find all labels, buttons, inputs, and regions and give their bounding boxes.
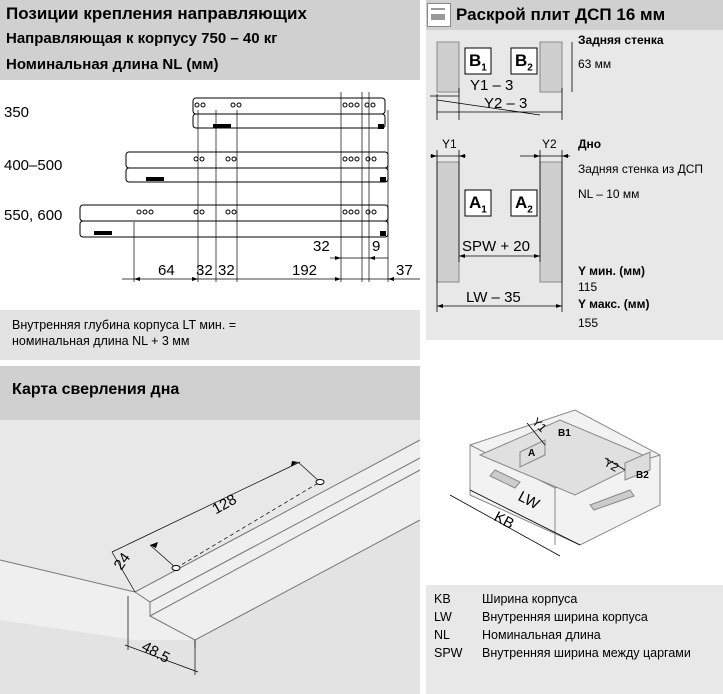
dim-9: 9 — [372, 238, 381, 255]
bottom-line2: NL – 10 мм — [578, 187, 640, 201]
dim-y1: Y1 — [442, 137, 457, 151]
row-label-350: 350 — [4, 104, 30, 121]
mounting-positions-subtitle1: Направляющая к корпусу 750 – 40 кг — [6, 30, 278, 47]
rails-drawing — [79, 92, 420, 282]
dim-y2-minus-3: Y2 – 3 — [484, 95, 528, 112]
ymax-value: 155 — [578, 316, 599, 330]
bottom-panel-bg — [426, 130, 723, 340]
dim-32-a: 32 — [196, 262, 213, 279]
drilling-map-title: Карта сверления дна — [12, 381, 180, 398]
bottom-title: Дно — [578, 137, 602, 151]
dim-64: 64 — [158, 262, 175, 279]
row-label-550-600: 550, 600 — [4, 207, 63, 224]
legend-bg — [426, 585, 723, 694]
dim-y2: Y2 — [542, 137, 557, 151]
mounting-positions-subtitle2: Номинальная длина NL (мм) — [6, 56, 219, 73]
ymin-value: 115 — [578, 280, 598, 294]
back-panel-bg — [426, 30, 723, 130]
dim-37: 37 — [396, 262, 413, 279]
label-a1: A1 — [469, 193, 487, 216]
mounting-positions-note-box — [0, 310, 420, 360]
dim-32-b: 32 — [218, 262, 235, 279]
ymin-title: Y мин. (мм) — [578, 264, 646, 278]
iso-label-b2: B2 — [636, 470, 649, 481]
label-b2: B2 — [515, 51, 533, 74]
drilling-map-drawing — [0, 439, 420, 675]
back-wall-value: 63 мм — [578, 57, 612, 71]
dim-y1-minus-3: Y1 – 3 — [470, 77, 514, 94]
ymax-title: Y макс. (мм) — [578, 297, 650, 311]
board-icon — [427, 3, 451, 27]
bottom-line1: Задняя стенка из ДСП — [578, 162, 704, 176]
depth-note-line1: Внутренняя глубина корпуса LT мин. = — [12, 318, 237, 332]
label-a2: A2 — [515, 193, 533, 216]
dim-spw-plus-20: SPW + 20 — [462, 238, 530, 255]
mounting-positions-header — [0, 0, 420, 80]
dim-192: 192 — [292, 262, 318, 279]
drilling-map-header — [0, 366, 420, 420]
dim-32-top: 32 — [313, 238, 330, 255]
label-b1: B1 — [469, 51, 487, 74]
mounting-positions-title: Позиции крепления направляющих — [6, 4, 307, 23]
iso-label-a: A — [528, 448, 536, 459]
dim-lw-minus-35: LW – 35 — [466, 289, 521, 306]
row-label-400-500: 400–500 — [4, 157, 63, 174]
cutting-header — [426, 0, 723, 30]
cutting-title: Раскрой плит ДСП 16 мм — [456, 5, 666, 24]
iso-label-b1: B1 — [558, 428, 571, 439]
depth-note-line2: номинальная длина NL + 3 мм — [12, 334, 190, 348]
back-wall-title: Задняя стенка — [578, 33, 664, 47]
